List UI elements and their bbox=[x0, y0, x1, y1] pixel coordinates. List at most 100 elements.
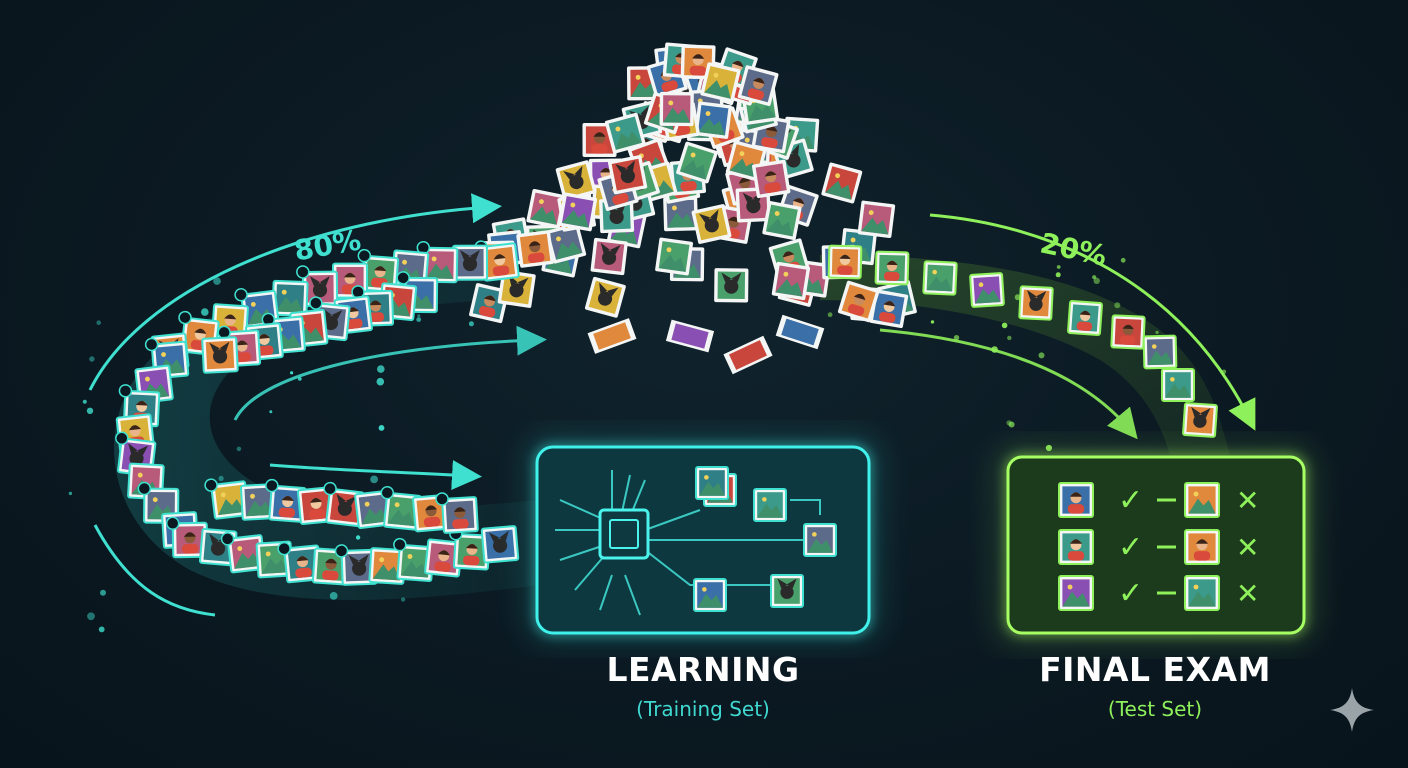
particle bbox=[400, 597, 406, 602]
particle bbox=[416, 317, 422, 322]
particle bbox=[82, 399, 87, 404]
particle bbox=[89, 356, 95, 362]
test-photo bbox=[1067, 300, 1103, 336]
test-photo bbox=[874, 250, 910, 286]
train-photo bbox=[165, 516, 209, 559]
test-photo bbox=[1110, 314, 1146, 350]
epoch-badge bbox=[115, 431, 129, 445]
particle bbox=[1155, 330, 1159, 335]
train-photo bbox=[393, 537, 435, 582]
learning-title: LEARNING bbox=[606, 650, 800, 689]
training-flow-arrows bbox=[88, 193, 547, 617]
particle bbox=[377, 365, 385, 373]
particle bbox=[96, 320, 101, 326]
particle bbox=[236, 446, 242, 452]
train-photo bbox=[416, 240, 459, 284]
particle bbox=[87, 612, 95, 621]
pile-photo bbox=[714, 268, 749, 303]
train-photo bbox=[334, 544, 378, 586]
epoch-badge bbox=[296, 265, 310, 279]
train-photo bbox=[277, 541, 323, 584]
learning-label: LEARNING (Training Set) bbox=[530, 650, 876, 721]
learning-photo-icon bbox=[803, 523, 837, 557]
epoch-badge bbox=[277, 541, 291, 556]
learning-photo-icon bbox=[753, 488, 787, 522]
test-photo bbox=[1161, 368, 1195, 402]
particle bbox=[417, 314, 421, 318]
particle bbox=[930, 320, 935, 324]
epoch-badge bbox=[435, 492, 449, 506]
pile-photo bbox=[700, 62, 741, 103]
particle bbox=[100, 589, 106, 596]
pile-photo bbox=[545, 222, 587, 264]
pile-photo bbox=[516, 230, 554, 268]
particle bbox=[1093, 277, 1100, 284]
pile-photo bbox=[771, 261, 811, 301]
epoch-badge bbox=[396, 271, 410, 285]
train-photo bbox=[368, 547, 407, 585]
learning-photo-icon bbox=[770, 574, 804, 608]
train-photo bbox=[354, 489, 394, 530]
train-photo bbox=[323, 481, 365, 528]
particle bbox=[378, 425, 385, 431]
particle bbox=[213, 277, 221, 285]
particle bbox=[1038, 352, 1045, 359]
train-photo bbox=[480, 525, 520, 564]
train-photo bbox=[449, 526, 491, 571]
test-photo bbox=[922, 260, 958, 296]
epoch-badge bbox=[234, 288, 248, 302]
pile-photo bbox=[691, 204, 732, 244]
exam-input-photo bbox=[1058, 529, 1094, 565]
exam-prediction-photo bbox=[1184, 575, 1220, 611]
particle bbox=[98, 626, 105, 633]
pile-photo bbox=[655, 237, 694, 276]
particle bbox=[376, 377, 385, 386]
test-photo bbox=[1018, 285, 1054, 321]
learning-photo-icon bbox=[693, 578, 727, 612]
train-photo bbox=[311, 547, 350, 586]
final-exam-subtitle: (Test Set) bbox=[1107, 697, 1203, 721]
particle bbox=[1008, 421, 1015, 428]
particle bbox=[329, 592, 338, 600]
epoch-badge bbox=[137, 481, 152, 496]
particle bbox=[370, 475, 378, 484]
train-photo bbox=[296, 265, 339, 307]
train-photo bbox=[474, 240, 520, 282]
train-photo bbox=[451, 244, 489, 281]
pile-photo bbox=[694, 101, 732, 139]
train-photo bbox=[239, 483, 278, 521]
test-flow-arrows bbox=[879, 213, 1256, 440]
training-image-cards bbox=[115, 240, 520, 586]
epoch-badge bbox=[178, 310, 192, 325]
train-photo bbox=[412, 493, 451, 533]
sparkle-icon bbox=[1330, 688, 1374, 732]
pile-photo bbox=[608, 155, 648, 195]
pile-photo bbox=[663, 196, 699, 232]
fallen-photo bbox=[587, 318, 637, 354]
particle bbox=[1120, 257, 1126, 263]
epoch-badge bbox=[380, 485, 395, 500]
test-flow-band bbox=[820, 255, 1230, 455]
epoch-badge bbox=[144, 337, 159, 352]
epoch-badge bbox=[357, 248, 372, 263]
cross-mark-icon: ✕ bbox=[1236, 484, 1259, 517]
epoch-badge bbox=[323, 481, 337, 496]
train-photo bbox=[435, 492, 479, 534]
test-photo bbox=[1142, 334, 1178, 370]
pile-photo bbox=[857, 200, 896, 239]
check-mark-icon: ✓ bbox=[1118, 530, 1143, 565]
particle bbox=[1056, 265, 1061, 269]
particle bbox=[290, 371, 294, 375]
train-photo bbox=[201, 336, 239, 374]
particle bbox=[991, 346, 998, 353]
learning-box bbox=[525, 435, 881, 643]
epoch-badge bbox=[204, 478, 218, 492]
particle bbox=[201, 308, 209, 316]
particle bbox=[1055, 272, 1061, 278]
pile-photo bbox=[584, 276, 626, 318]
particle bbox=[1221, 369, 1227, 375]
exam-input-photo bbox=[1058, 482, 1094, 518]
epoch-badge bbox=[309, 296, 323, 310]
train-photo bbox=[296, 486, 336, 525]
